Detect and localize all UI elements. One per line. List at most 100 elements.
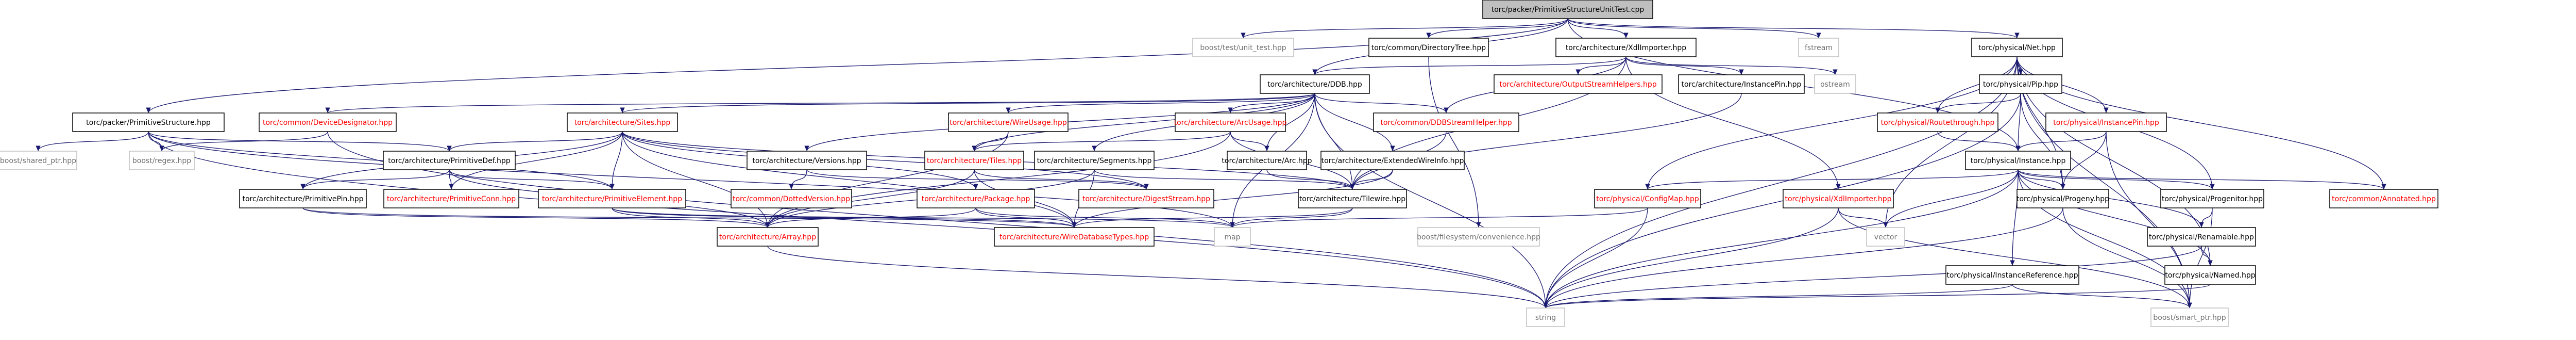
node-label: torc/common/DDBStreamHelper.hpp bbox=[1380, 119, 1512, 127]
node-configmap[interactable]: torc/physical/ConfigMap.hpp bbox=[1594, 189, 1701, 208]
node-instpin[interactable]: torc/architecture/InstancePin.hpp bbox=[1678, 74, 1805, 94]
node-box bbox=[1368, 38, 1489, 57]
node-label: torc/architecture/Sites.hpp bbox=[574, 119, 671, 127]
node-primconn[interactable]: torc/architecture/PrimitiveConn.hpp bbox=[383, 189, 519, 208]
edge-sites-to-digest bbox=[622, 131, 1149, 190]
edge-xdlimp-to-instpin bbox=[1625, 56, 1744, 75]
node-sharedptr: boost/shared_ptr.hpp bbox=[0, 151, 77, 170]
node-primdef[interactable]: torc/architecture/PrimitiveDef.hpp bbox=[383, 151, 516, 170]
edge-ddb-to-wireusage bbox=[1006, 93, 1315, 114]
node-routethru[interactable]: torc/physical/Routethrough.hpp bbox=[1877, 112, 1998, 132]
node-label: torc/physical/Progenitor.hpp bbox=[2162, 195, 2263, 203]
edge-root-to-boost_unit bbox=[1241, 18, 1568, 39]
edge-package-to-wiredb bbox=[975, 207, 1077, 228]
node-array[interactable]: torc/architecture/Array.hpp bbox=[717, 227, 819, 247]
edge-package-to-array bbox=[765, 207, 976, 228]
node-renamable[interactable]: torc/physical/Renamable.hpp bbox=[2147, 227, 2256, 247]
edge-progenitor-to-renamable bbox=[2199, 207, 2213, 228]
node-box bbox=[1814, 74, 1856, 94]
edge-arc-to-tilewire bbox=[1266, 169, 1355, 190]
edge-xdlimp-to-ddb bbox=[1312, 56, 1626, 75]
node-physinst[interactable]: torc/physical/Instance.hpp bbox=[1965, 151, 2071, 170]
edge-primstruct-to-map bbox=[148, 131, 1235, 228]
node-wireusage[interactable]: torc/architecture/WireUsage.hpp bbox=[948, 112, 1069, 132]
node-physinstpin[interactable]: torc/physical/InstancePin.hpp bbox=[2045, 112, 2167, 132]
node-physpip[interactable]: torc/physical/Pip.hpp bbox=[1979, 74, 2062, 94]
node-named[interactable]: torc/physical/Named.hpp bbox=[2164, 265, 2256, 285]
edge-ddb-to-extwire bbox=[1314, 93, 1395, 152]
node-regex: boost/regex.hpp bbox=[129, 151, 195, 170]
node-instref[interactable]: torc/physical/InstanceReference.hpp bbox=[1945, 265, 2079, 285]
edge-routethru-to-physinst bbox=[1937, 131, 2021, 152]
node-label: torc/architecture/DigestStream.hpp bbox=[1082, 195, 1210, 203]
node-progeny[interactable]: torc/physical/Progeny.hpp bbox=[2016, 189, 2109, 208]
node-xdlimp[interactable]: torc/architecture/XdlImporter.hpp bbox=[1555, 38, 1697, 57]
node-segments[interactable]: torc/architecture/Segments.hpp bbox=[1034, 151, 1155, 170]
node-devdesig[interactable]: torc/common/DeviceDesignator.hpp bbox=[259, 112, 397, 132]
edge-physinst-to-progeny bbox=[2018, 169, 2065, 190]
node-box bbox=[2160, 189, 2264, 208]
node-outstream[interactable]: torc/architecture/OutputStreamHelpers.hp… bbox=[1494, 74, 1663, 94]
node-tilewire[interactable]: torc/architecture/Tilewire.hpp bbox=[1298, 189, 1407, 208]
node-box bbox=[239, 189, 367, 208]
edge-primdef-to-primpin bbox=[300, 169, 450, 190]
node-extwire[interactable]: torc/architecture/ExtendedWireInfo.hpp bbox=[1320, 151, 1465, 170]
node-map: map bbox=[1214, 227, 1251, 247]
node-sites[interactable]: torc/architecture/Sites.hpp bbox=[567, 112, 678, 132]
node-label: torc/physical/ConfigMap.hpp bbox=[1596, 195, 1699, 203]
node-arcusage[interactable]: torc/architecture/ArcUsage.hpp bbox=[1174, 112, 1287, 132]
node-arc[interactable]: torc/architecture/Arc.hpp bbox=[1222, 151, 1312, 170]
node-wiredb[interactable]: torc/architecture/WireDatabaseTypes.hpp bbox=[994, 227, 1155, 247]
node-label: torc/architecture/ExtendedWireInfo.hpp bbox=[1321, 157, 1464, 165]
node-annotated[interactable]: torc/common/Annotated.hpp bbox=[2329, 189, 2438, 208]
node-primpin[interactable]: torc/architecture/PrimitivePin.hpp bbox=[239, 189, 367, 208]
node-fsconv: boost/filesystem/convenience.hpp bbox=[1417, 227, 1540, 247]
dependency-nodes: torc/packer/PrimitiveStructureUnitTest.c… bbox=[0, 0, 2438, 327]
node-digest[interactable]: torc/architecture/DigestStream.hpp bbox=[1078, 189, 1214, 208]
edge-root-to-physnet bbox=[1567, 18, 2020, 39]
node-label: torc/architecture/DDB.hpp bbox=[1267, 80, 1362, 89]
node-box bbox=[259, 112, 397, 132]
node-box bbox=[1260, 74, 1370, 94]
node-physnet[interactable]: torc/physical/Net.hpp bbox=[1971, 38, 2063, 57]
node-versions[interactable]: torc/architecture/Versions.hpp bbox=[747, 151, 867, 170]
node-label: string bbox=[1535, 314, 1556, 322]
edge-wireusage-to-array bbox=[765, 131, 1009, 228]
edge-sites-to-array bbox=[622, 131, 770, 228]
edge-xdlimp-to-outstream bbox=[1575, 56, 1626, 75]
edge-configmap-to-map bbox=[1230, 207, 1648, 228]
node-box bbox=[567, 112, 678, 132]
edge-primstruct-to-string bbox=[148, 131, 1548, 309]
edge-tilewire-to-map bbox=[1230, 207, 1353, 228]
node-smartptr: boost/smart_ptr.hpp bbox=[2150, 307, 2229, 327]
edge-primelem-to-array bbox=[612, 207, 770, 228]
edge-versions-to-digest bbox=[806, 169, 1149, 190]
node-primelem[interactable]: torc/architecture/PrimitiveElement.hpp bbox=[538, 189, 686, 208]
edge-physxdl-to-smartptr bbox=[1838, 207, 2192, 309]
edge-primstruct-to-primdef bbox=[148, 131, 452, 152]
edge-arcusage-to-arc bbox=[1230, 131, 1269, 152]
edge-arcusage-to-tiles bbox=[972, 131, 1231, 152]
edge-physinst-to-annotated bbox=[2018, 169, 2386, 190]
node-ddb[interactable]: torc/architecture/DDB.hpp bbox=[1260, 74, 1370, 94]
node-package[interactable]: torc/architecture/Package.hpp bbox=[917, 189, 1035, 208]
node-label: torc/architecture/XdlImporter.hpp bbox=[1566, 44, 1686, 52]
node-primstruct[interactable]: torc/packer/PrimitiveStructure.hpp bbox=[72, 112, 225, 132]
node-string: string bbox=[1526, 307, 1565, 327]
edge-named-to-string bbox=[1543, 284, 2211, 309]
node-dirtree[interactable]: torc/common/DirectoryTree.hpp bbox=[1368, 38, 1489, 57]
node-box bbox=[1482, 0, 1653, 19]
node-progenitor[interactable]: torc/physical/Progenitor.hpp bbox=[2160, 189, 2264, 208]
edge-sites-to-primconn bbox=[449, 131, 623, 190]
node-ddbstream[interactable]: torc/common/DDBStreamHelper.hpp bbox=[1373, 112, 1519, 132]
edge-physinstpin-to-progeny bbox=[2060, 131, 2107, 190]
node-box bbox=[1798, 38, 1839, 57]
node-dotted[interactable]: torc/common/DottedVersion.hpp bbox=[731, 189, 852, 208]
node-label: boost/filesystem/convenience.hpp bbox=[1417, 233, 1540, 241]
node-root[interactable]: torc/packer/PrimitiveStructureUnitTest.c… bbox=[1482, 0, 1653, 19]
node-label: torc/physical/Instance.hpp bbox=[1971, 157, 2066, 165]
node-label: torc/architecture/PrimitiveConn.hpp bbox=[387, 195, 516, 203]
node-tiles[interactable]: torc/architecture/Tiles.hpp bbox=[924, 151, 1024, 170]
node-label: torc/architecture/Versions.hpp bbox=[752, 157, 861, 165]
node-physxdl[interactable]: torc/physical/XdlImporter.hpp bbox=[1783, 189, 1894, 208]
